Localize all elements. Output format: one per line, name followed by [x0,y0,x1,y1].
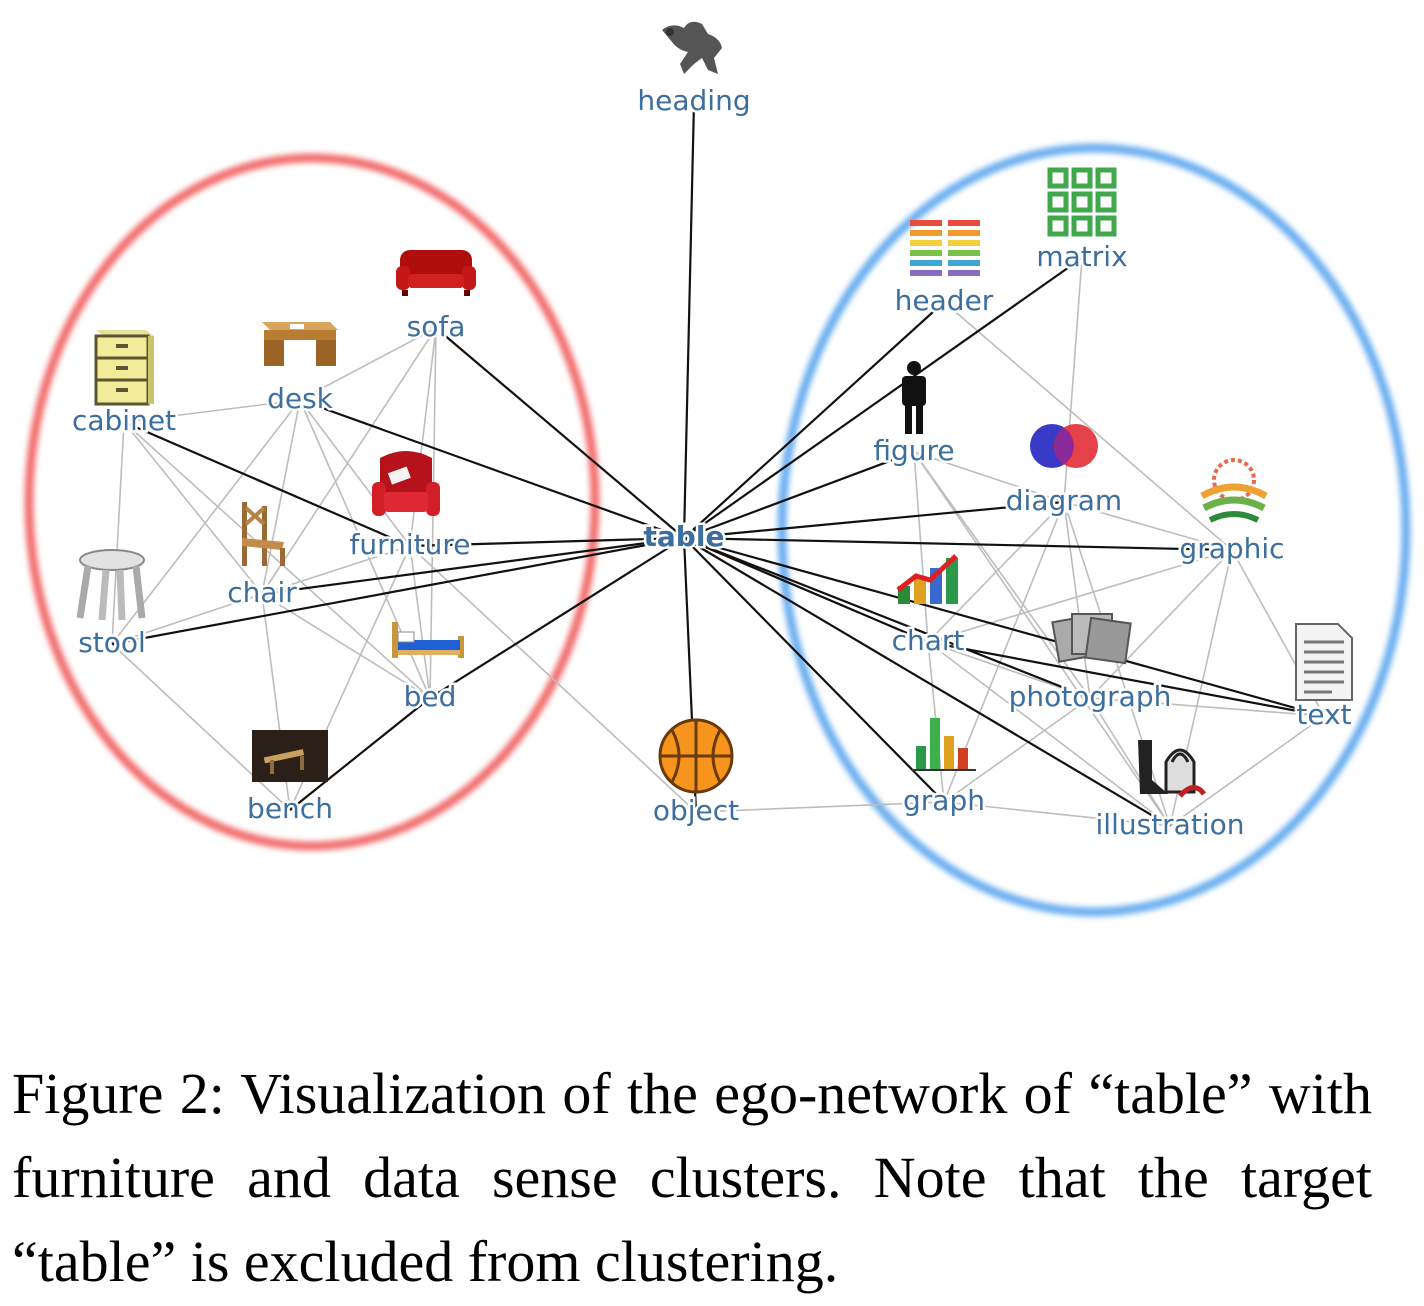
edge-table-graph [683,537,945,803]
node-label-chair: chair [227,576,297,609]
edge-table-illustration [683,537,1171,827]
basketball-icon [658,718,734,794]
sofa-icon [396,250,476,296]
node-label-header: header [895,284,994,317]
node-label-object: object [653,794,739,827]
edge-table-figure [683,450,915,540]
edge-illustration-text [1169,715,1325,827]
edge-diagram-graphic [1063,501,1233,551]
edge-table-photograph [683,536,1091,700]
chart-3d-icon [896,554,958,604]
node-label-graph: graph [903,784,985,817]
edge-furniture-object [409,545,697,813]
node-label-chart: chart [892,624,965,657]
bench-photo-icon [252,730,328,782]
document-icon [1295,623,1353,701]
node-label-graphic: graphic [1179,532,1284,565]
armchair-icon [372,451,440,516]
edge-table-heading [682,101,696,539]
edge-table-text [683,536,1325,718]
node-label-illustration: illustration [1096,808,1245,841]
photo-stack-icon [1051,613,1132,665]
edge-photograph-text [1089,697,1325,717]
node-label-matrix: matrix [1036,240,1127,273]
edge-figure-diagram [913,451,1065,503]
edge-cabinet-bed [123,421,431,699]
node-label-cabinet: cabinet [72,404,176,437]
eagle-icon [662,21,722,74]
ego-network-diagram: heading sofa desk cabinet furniture chair stoo… [24,21,1411,917]
edge-figure-illustration [913,451,1171,827]
edge-graph-object [695,801,945,813]
edge-desk-furniture [299,399,411,547]
edge-figure-chart [913,451,929,643]
node-label-text: text [1296,698,1351,731]
edge-cabinet-furniture [123,420,411,548]
header-stripes-icon [910,220,980,276]
edge-bed-bench [289,697,431,811]
edge-furniture-bed [409,545,431,699]
node-label-figure: figure [873,434,954,467]
desk-icon [262,322,338,366]
edge-table-graphic [683,536,1233,552]
node-label-photograph: photograph [1009,680,1172,713]
edge-table-chair [261,536,685,596]
edge-chart-text [927,640,1325,718]
chair-icon [242,502,285,566]
node-label-bed: bed [404,680,457,713]
node-label-table: table [644,520,725,553]
edge-cabinet-chair [123,421,263,595]
edge-sofa-chair [261,327,437,595]
venn-diagram-icon [1030,424,1098,468]
data-cluster-ring [777,143,1411,917]
edge-diagram-illustration [1063,501,1171,827]
edge-desk-chair [261,399,301,595]
graphic-sun-icon [1200,458,1268,523]
edge-chart-illustration [927,641,1171,827]
matrix-grid-icon [1047,167,1117,237]
labels-layer: heading sofa desk cabinet furniture chair stoo… [69,82,1354,844]
edge-table-matrix [683,257,1083,539]
furniture-cluster-ring [24,153,600,851]
node-label-diagram: diagram [1006,484,1122,517]
edge-diagram-photograph [1063,501,1091,699]
person-figure-icon [902,361,926,434]
edge-table-header [683,301,945,539]
edge-cabinet-stool [111,421,125,645]
node-label-furniture: furniture [350,528,471,561]
edge-table-desk [299,398,685,540]
edge-chart-photograph [927,641,1091,699]
bed-icon [392,622,464,658]
edge-chair-stool [111,593,263,645]
edge-graphic-chart [927,549,1233,643]
edge-table-bed [429,537,685,699]
edge-table-sofa [435,327,685,539]
node-label-sofa: sofa [407,310,466,343]
edge-sofa-desk [299,327,437,401]
edge-table-chart [683,536,929,644]
node-label-desk: desk [267,382,334,415]
edge-graphic-photograph [1089,549,1233,699]
edge-header-graphic [943,301,1233,551]
cabinet-icon [94,330,154,406]
bar-graph-icon [912,718,976,771]
edge-table-stool [111,536,685,646]
edges-layer [111,101,1325,827]
edge-desk-cabinet [123,399,301,423]
edge-photograph-illustration [1089,697,1171,827]
edge-graph-illustration [943,801,1171,827]
edge-chair-furniture [261,545,411,595]
node-label-bench: bench [247,792,333,825]
node-label-stool: stool [78,626,146,659]
fashion-illustration-icon [1138,740,1207,798]
node-label-heading: heading [637,84,750,117]
edge-stool-bench [111,643,291,811]
edge-table-diagram [683,500,1065,540]
edge-photograph-graph [943,697,1091,803]
figure-caption: Figure 2: Visualization of the ego-netwo… [12,1061,1372,1294]
edge-table-furniture [409,536,685,548]
edge-diagram-chart [927,501,1065,643]
stool-icon [76,549,146,621]
